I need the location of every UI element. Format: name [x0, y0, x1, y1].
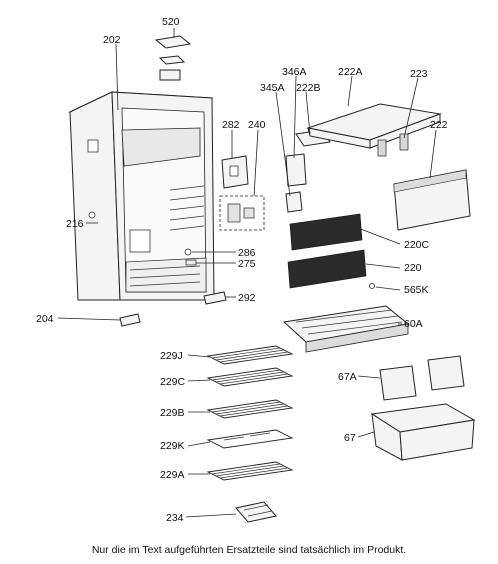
shelf-229A: [206, 461, 294, 481]
label-60A: 60A: [404, 318, 423, 330]
part-275: [185, 259, 197, 266]
label-345A: 345A: [260, 82, 285, 94]
part-222A: [306, 103, 442, 149]
label-229B: 229B: [160, 407, 185, 419]
label-346A: 346A: [282, 66, 307, 78]
part-220C: [289, 213, 363, 251]
shelf-229B: [206, 399, 294, 419]
part-222: [393, 169, 471, 231]
label-220C: 220C: [404, 239, 430, 251]
label-222B: 222B: [296, 82, 321, 94]
part-345A: [285, 191, 303, 213]
label-286: 286: [238, 247, 256, 259]
label-216: 216: [66, 218, 84, 230]
part-234: [235, 501, 277, 523]
label-229A: 229A: [160, 469, 185, 481]
footer-note-cutoff: [0, 557, 498, 564]
label-275: 275: [238, 258, 256, 270]
leader-lines: [57, 28, 437, 518]
part-223: [377, 133, 409, 157]
label-234: 234: [166, 512, 184, 524]
part-282: [221, 155, 249, 189]
label-222A: 222A: [338, 66, 363, 78]
part-204: [119, 313, 141, 327]
label-282: 282: [222, 119, 240, 131]
shelf-229C: [206, 367, 294, 387]
label-220: 220: [404, 262, 422, 274]
label-204: 204: [36, 313, 54, 325]
footer-note: Nur die im Text aufgeführten Ersatzteile…: [91, 544, 407, 556]
part-286: [184, 248, 192, 256]
part-346A: [285, 153, 307, 187]
part-240: [219, 195, 265, 231]
label-520: 520: [162, 16, 180, 28]
part-292: [203, 291, 227, 305]
label-229J: 229J: [160, 350, 183, 362]
label-222: 222: [430, 119, 448, 131]
label-292: 292: [238, 292, 256, 304]
label-229K: 229K: [160, 440, 185, 452]
part-565K: [369, 283, 375, 289]
shelf-229K: [206, 429, 294, 449]
part-60A: [282, 305, 410, 353]
label-223: 223: [410, 68, 428, 80]
label-67A: 67A: [338, 371, 357, 383]
part-67A: [379, 355, 465, 401]
label-240: 240: [248, 119, 266, 131]
part-67: [370, 403, 476, 461]
shelf-229J: [206, 345, 294, 365]
label-229C: 229C: [160, 376, 186, 388]
label-202: 202: [103, 34, 121, 46]
fridge-cabinet: [68, 91, 215, 301]
label-67: 67: [344, 432, 356, 444]
part-520: [154, 35, 192, 81]
part-220: [287, 249, 367, 289]
label-565K: 565K: [404, 284, 429, 296]
